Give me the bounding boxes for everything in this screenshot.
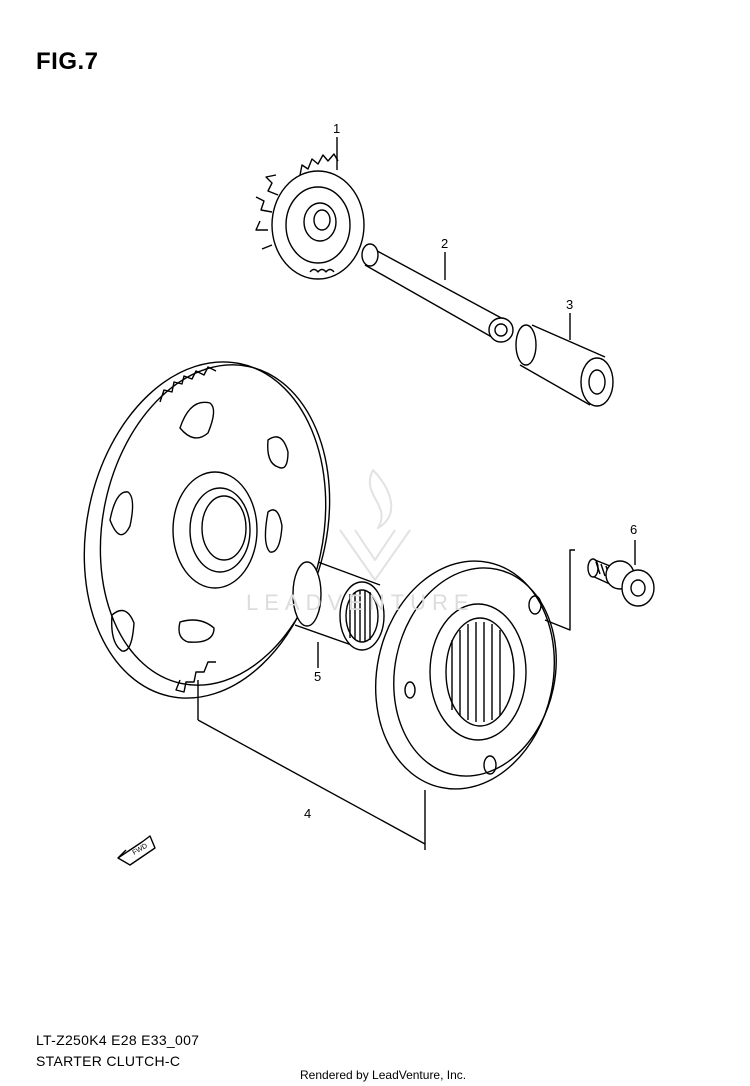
watermark-logo-icon	[339, 469, 411, 581]
render-credit: Rendered by LeadVenture, Inc.	[300, 1068, 467, 1082]
callout-4: 4	[304, 806, 312, 821]
part-5-needle-bearing	[292, 561, 385, 668]
model-code: LT-Z250K4 E28 E33_007	[36, 1032, 200, 1048]
callout-6: 6	[630, 522, 638, 537]
part-4-clutch-housing	[374, 560, 557, 790]
callout-1: 1	[333, 121, 341, 136]
fwd-arrow-icon	[117, 835, 156, 866]
part-2-shaft	[361, 243, 514, 343]
part-3-spacer	[515, 313, 614, 407]
part-4-driven-gear	[83, 361, 426, 850]
figure-title: FIG.7	[36, 48, 99, 75]
part-6-bolt	[544, 540, 655, 631]
assembly-name: STARTER CLUTCH-C	[36, 1053, 181, 1069]
callout-3: 3	[566, 297, 574, 312]
callout-2: 2	[441, 236, 449, 251]
part-1-gear	[255, 137, 365, 280]
watermark-text: LEADVENTURE	[246, 590, 475, 615]
callout-5: 5	[314, 669, 322, 684]
